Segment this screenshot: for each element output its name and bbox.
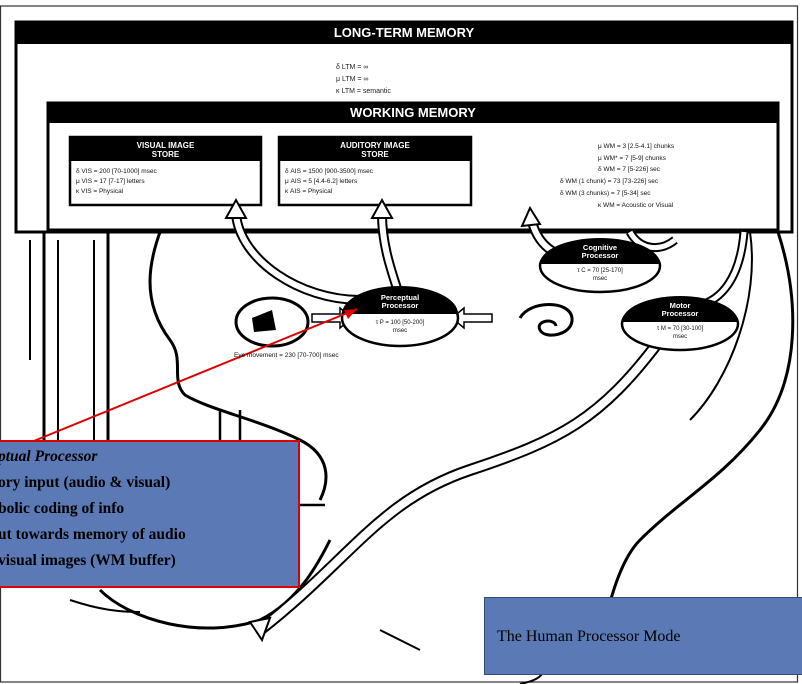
wm-param-4: δ WM (3 chunks) = 7 [5-34] sec: [560, 190, 651, 197]
cognitive-title-2: Processor: [540, 252, 660, 260]
caption-text: The Human Processor Mode: [497, 628, 681, 646]
vis-param-0: δ VIS = 200 [70-1000] msec: [76, 168, 157, 175]
callout-line-2: bolic coding of info: [0, 500, 124, 518]
motor-value-1: τ M = 70 [30-100]: [622, 326, 738, 333]
perceptual-value-1: τ P = 100 [50-200]: [342, 320, 458, 327]
callout-line-3: ut towards memory of audio: [0, 526, 186, 544]
ltm-title: LONG-TERM MEMORY: [16, 25, 792, 40]
wm-param-3: δ WM (1 chunk) = 73 [73-226] sec: [560, 178, 658, 185]
aud-param-2: κ AIS = Physical: [285, 188, 332, 195]
callout-line-4: visual images (WM buffer): [0, 552, 176, 570]
perceptual-title-2: Processor: [342, 302, 458, 310]
aud-param-1: μ AIS = 5 [4.4-6.2] letters: [285, 178, 357, 185]
cognitive-value-1: τ C = 70 [25-170]: [540, 268, 660, 275]
wm-param-1: μ WM* = 7 [5-9] chunks: [598, 155, 666, 162]
motor-value-2: msec: [622, 334, 738, 341]
ear-drawing: [520, 305, 572, 336]
caption-box: The Human Processor Mode: [484, 597, 802, 675]
aud-param-0: δ AIS = 1500 [900-3500] msec: [285, 168, 373, 175]
callout-title: ptual Processor: [0, 448, 97, 466]
vis-title-1: VISUAL IMAGE: [70, 141, 261, 150]
perceptual-callout-box: ptual Processor ory input (audio & visua…: [0, 440, 300, 588]
vis-param-2: κ VIS = Physical: [76, 188, 123, 195]
ltm-param-0: δ LTM = ∞: [336, 64, 368, 71]
cognitive-value-2: msec: [540, 276, 660, 283]
perceptual-value-2: msec: [342, 328, 458, 335]
vis-param-1: μ VIS = 17 [7-17] letters: [76, 178, 145, 185]
aud-title-2: STORE: [279, 150, 471, 159]
eye-movement-label: Eye movement = 230 [70-700] msec: [234, 352, 339, 359]
wm-param-2: δ WM = 7 [5-226] sec: [598, 166, 660, 173]
wm-param-5: κ WM = Acoustic or Visual: [598, 202, 673, 209]
callout-line-1: ory input (audio & visual): [0, 474, 170, 492]
pointer-line: [24, 309, 357, 445]
wm-title: WORKING MEMORY: [48, 105, 778, 120]
aud-title-1: AUDITORY IMAGE: [279, 141, 471, 150]
ltm-param-1: μ LTM = ∞: [336, 76, 368, 83]
wm-param-0: μ WM = 3 [2.5-4.1] chunks: [598, 143, 674, 150]
motor-title-2: Processor: [622, 310, 738, 318]
vis-title-2: STORE: [70, 150, 261, 159]
ltm-param-2: κ LTM = semantic: [336, 88, 391, 95]
